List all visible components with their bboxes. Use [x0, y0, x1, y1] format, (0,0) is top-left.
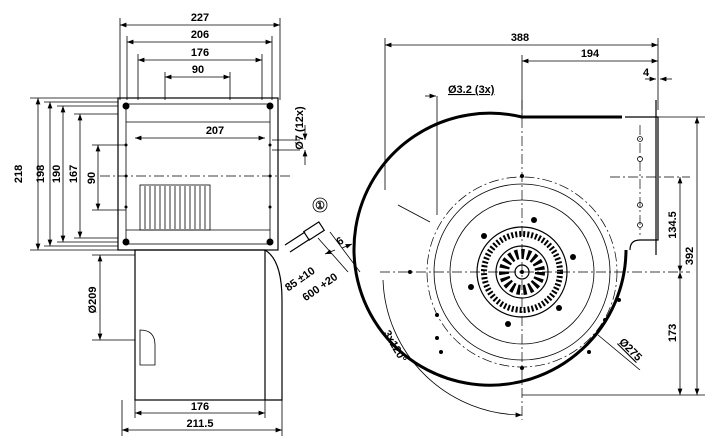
impeller-blades — [139, 184, 211, 231]
dim-176-bottom: 176 — [191, 401, 209, 413]
hole-dia-label: Ø3.2 (3x) — [448, 84, 495, 96]
dim-388: 388 — [511, 32, 529, 44]
cable-marker: ① — [315, 200, 325, 212]
dim-218: 218 — [13, 165, 25, 183]
dim-227: 227 — [191, 12, 209, 24]
cable-dia: 6 — [334, 235, 346, 248]
hole-dia-label: Ø7 (12x) — [294, 106, 306, 150]
side-view: 227 206 176 90 207 218 198 190 167 — [13, 12, 361, 436]
dim-190: 190 — [51, 165, 63, 183]
scroll-housing-side — [134, 249, 266, 401]
motor-mount-holes — [408, 174, 621, 370]
dim-392: 392 — [684, 247, 696, 265]
dim-198: 198 — [35, 165, 47, 183]
dim-impeller-dia: Ø209 — [87, 287, 99, 314]
dim-flange-4: 4 — [643, 67, 650, 79]
dim-206: 206 — [191, 29, 209, 41]
dim-173: 173 — [667, 324, 679, 342]
angle-label: 3x120° — [381, 328, 409, 364]
cable: ① 6 85 ±10 600 +20 — [283, 197, 361, 304]
scroll-housing — [352, 111, 628, 387]
dim-167: 167 — [68, 165, 80, 183]
dim-90-left: 90 — [86, 172, 98, 184]
dim-134-5: 134.5 — [667, 211, 679, 239]
circle-dia-label: Ø275 — [616, 336, 644, 364]
dim-211-5: 211.5 — [187, 418, 214, 430]
dim-194: 194 — [581, 48, 600, 60]
dim-176-top: 176 — [191, 47, 209, 59]
dim-207: 207 — [206, 125, 224, 137]
dim-90-top: 90 — [192, 64, 204, 76]
front-view: 388 194 4 Ø3.2 (3x) — [352, 32, 705, 420]
mounting-flange — [117, 97, 279, 251]
